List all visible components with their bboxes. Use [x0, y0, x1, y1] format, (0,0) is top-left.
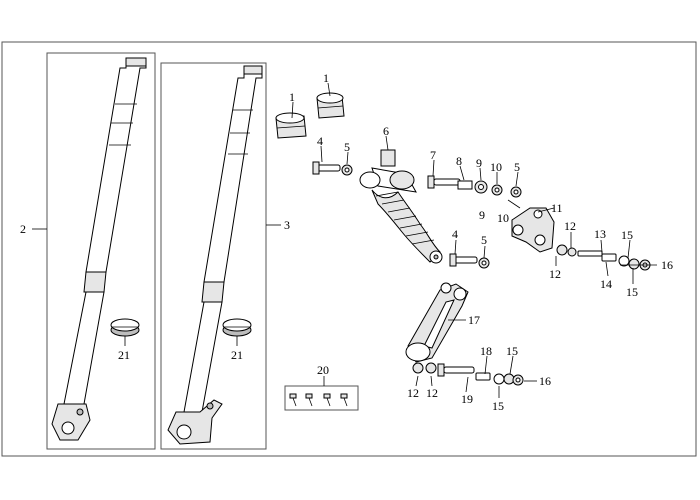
nut-5-right	[510, 186, 522, 198]
label-10-a: 10	[490, 160, 502, 174]
nut-16-lower	[512, 374, 524, 386]
washer-15-lower	[493, 373, 515, 385]
label-7: 7	[430, 148, 436, 162]
label-6: 6	[383, 124, 389, 138]
shock-absorber	[359, 149, 443, 264]
label-8: 8	[456, 154, 462, 168]
sleeve-8	[457, 180, 473, 190]
screw-set-20	[289, 393, 348, 407]
fork-boot-1b	[316, 92, 345, 119]
label-11: 11	[551, 201, 563, 215]
washer-9	[474, 180, 488, 194]
label-12-b: 12	[549, 267, 561, 281]
fork-boot-1a	[275, 112, 307, 139]
right-fork-box	[160, 62, 267, 450]
linkage-bracket-11	[511, 207, 555, 253]
label-16-b: 16	[539, 374, 551, 388]
nut-5-lower	[478, 257, 490, 269]
link-arm-17	[405, 282, 469, 363]
label-4-a: 4	[317, 134, 323, 148]
label-5-c: 5	[514, 160, 520, 174]
sleeve-18	[475, 372, 491, 381]
label-15-a: 15	[621, 228, 633, 242]
pin-13	[577, 250, 603, 257]
label-10-b: 10	[497, 211, 509, 225]
bushing-12-right	[556, 244, 577, 257]
left-fork-seal	[110, 318, 140, 337]
label-20: 20	[317, 363, 329, 377]
label-13: 13	[594, 227, 606, 241]
bolt-4-lower	[449, 253, 478, 267]
label-1-a: 1	[289, 90, 295, 104]
right-fork-leg	[167, 65, 263, 445]
label-16-a: 16	[661, 258, 673, 272]
outer-frame	[1, 41, 697, 457]
label-5-a: 5	[344, 140, 350, 154]
bushing-12-left	[412, 362, 437, 374]
label-2: 2	[20, 222, 26, 236]
label-19: 19	[461, 392, 473, 406]
left-fork-box	[46, 52, 156, 450]
screw-set-box	[284, 385, 359, 411]
leader-lines	[32, 82, 657, 398]
label-5-b: 5	[481, 233, 487, 247]
label-21-a: 21	[118, 348, 130, 362]
left-fork-leg	[51, 57, 147, 441]
label-3: 3	[284, 218, 290, 232]
label-12-a: 12	[564, 219, 576, 233]
label-12-d: 12	[426, 386, 438, 400]
label-21-b: 21	[231, 348, 243, 362]
label-4-b: 4	[452, 227, 458, 241]
label-15-c: 15	[506, 344, 518, 358]
label-15-b: 15	[626, 285, 638, 299]
label-9-b: 9	[479, 208, 485, 222]
label-1-b: 1	[323, 71, 329, 85]
right-fork-seal	[222, 318, 252, 337]
washer-15-right	[618, 255, 640, 270]
label-17: 17	[468, 313, 480, 327]
label-18: 18	[480, 344, 492, 358]
label-15-d: 15	[492, 399, 504, 413]
bolt-4-upper	[312, 161, 341, 175]
bolt-19	[437, 363, 475, 377]
label-14: 14	[600, 277, 612, 291]
nut-5-upper	[341, 164, 353, 176]
washer-10	[491, 184, 503, 196]
sleeve-14	[601, 253, 617, 262]
label-9-a: 9	[476, 156, 482, 170]
label-12-c: 12	[407, 386, 419, 400]
bolt-7	[427, 175, 461, 189]
